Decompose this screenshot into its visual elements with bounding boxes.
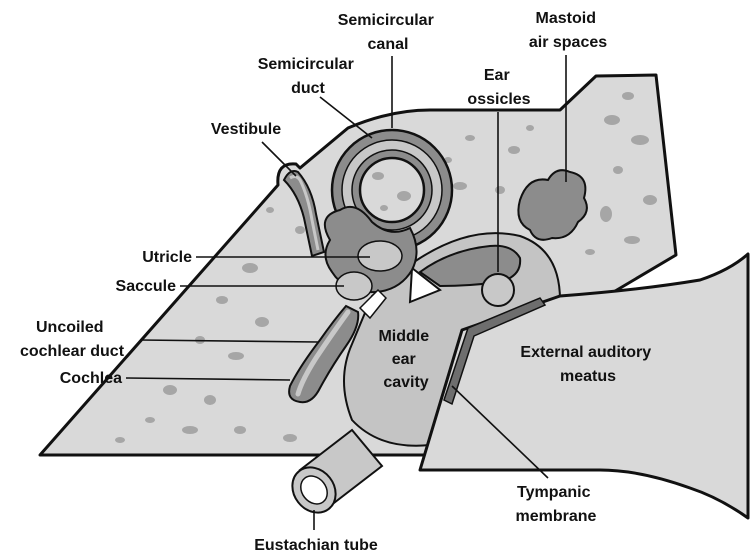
label-eustachian-tube: Eustachian tube <box>254 537 378 554</box>
utricle <box>358 241 402 271</box>
label-cochlea: Cochlea <box>60 370 122 387</box>
label-mastoid-air-spaces: Mastoid air spaces <box>529 10 607 51</box>
label-saccule: Saccule <box>116 278 177 295</box>
label-ear-ossicles: Ear ossicles <box>467 67 530 108</box>
label-utricle: Utricle <box>142 249 192 266</box>
label-uncoiled-cochlear-duct: Uncoiled cochlear duct <box>20 319 125 360</box>
label-semicircular-duct: Semicircular duct <box>258 56 359 97</box>
label-vestibule: Vestibule <box>211 121 281 138</box>
label-semicircular-canal: Semicircular canal <box>338 12 439 53</box>
label-tympanic-membrane: Tympanic membrane <box>516 484 597 525</box>
